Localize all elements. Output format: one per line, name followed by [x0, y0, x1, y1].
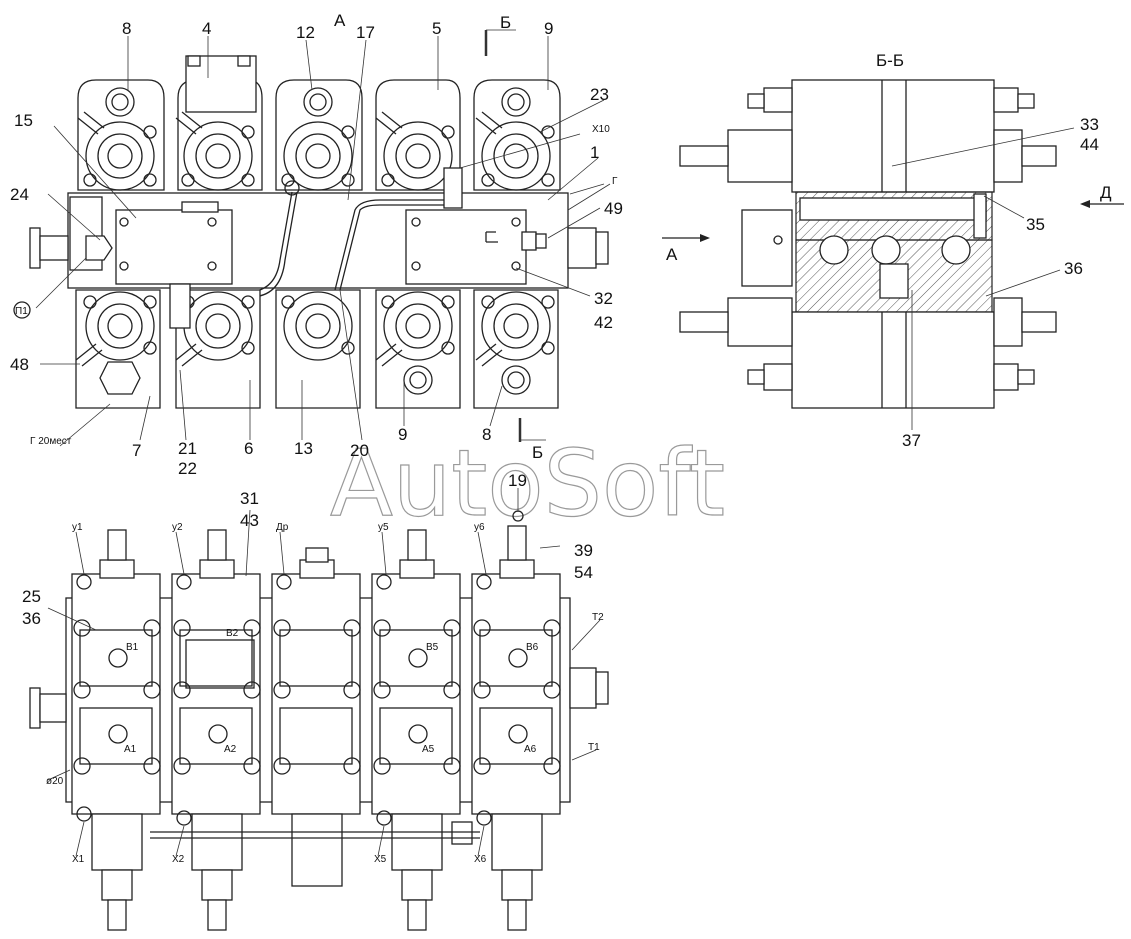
callout-54: 54	[574, 563, 593, 582]
callout-48: 48	[10, 355, 29, 374]
label-u1: у1	[72, 522, 83, 533]
callout-5: 5	[432, 19, 441, 38]
callout-12: 12	[296, 23, 315, 42]
front-view-sections	[71, 510, 561, 931]
label-x1: Х1	[72, 854, 85, 865]
callout-20: 20	[350, 441, 369, 460]
label-t1: Т1	[588, 742, 600, 753]
label-a1: А1	[124, 744, 137, 755]
callout-42: 42	[594, 313, 613, 332]
view-d-label: Д	[1100, 183, 1112, 202]
callout-33: 33	[1080, 115, 1099, 134]
callout-4: 4	[202, 19, 211, 38]
label-u2: у2	[172, 522, 183, 533]
label-g20: Г 20мест	[30, 436, 72, 447]
watermark-text: AutoSoft	[330, 430, 725, 537]
view-a-label: А	[334, 11, 346, 30]
label-x6: Х6	[474, 854, 487, 865]
section-b-bottom-label: Б	[532, 443, 543, 462]
label-u5: у5	[378, 522, 389, 533]
label-u6: у6	[474, 522, 485, 533]
callout-9: 9	[544, 19, 553, 38]
label-v5: В5	[426, 642, 439, 653]
upper-section-blocks	[77, 55, 561, 209]
section-b-top-label: Б	[500, 13, 511, 32]
callout-36-front: 36	[22, 609, 41, 628]
lower-section-blocks	[75, 283, 559, 409]
callout-6: 6	[244, 439, 253, 458]
callout-36: 36	[1064, 259, 1083, 278]
callout-32: 32	[594, 289, 613, 308]
callout-49: 49	[604, 199, 623, 218]
callout-19: 19	[508, 471, 527, 490]
callout-44: 44	[1080, 135, 1099, 154]
label-a5: А5	[422, 744, 435, 755]
callout-9-lower: 9	[398, 425, 407, 444]
label-dr: Др	[276, 522, 289, 533]
label-x5: Х5	[374, 854, 387, 865]
label-v1: В1	[126, 642, 139, 653]
callout-8-lower: 8	[482, 425, 491, 444]
section-bb-title: Б-Б	[876, 51, 904, 70]
top-view: 8 4 12 А 17 5 Б 9 23 Х10 1 Г 15 24 49 32…	[10, 11, 623, 478]
label-p1: П1	[15, 306, 28, 317]
callout-37: 37	[902, 431, 921, 450]
label-a2: А2	[224, 744, 237, 755]
callout-43: 43	[240, 511, 259, 530]
callout-1: 1	[590, 143, 599, 162]
callout-7: 7	[132, 441, 141, 460]
label-v6: В6	[526, 642, 539, 653]
callout-13: 13	[294, 439, 313, 458]
label-a6: А6	[524, 744, 537, 755]
label-x2: Х2	[172, 854, 185, 865]
callout-31: 31	[240, 489, 259, 508]
label-v2: В2	[226, 628, 239, 639]
callout-23: 23	[590, 85, 609, 104]
view-a-side-label: А	[666, 245, 678, 264]
callout-24: 24	[10, 185, 29, 204]
label-phi20: ø20	[46, 776, 64, 787]
front-view: 31 43 25 36 19 39 54 у1 у2 Др у5 у6 В1 В…	[22, 471, 609, 931]
callout-35: 35	[1026, 215, 1045, 234]
callout-25: 25	[22, 587, 41, 606]
callout-22: 22	[178, 459, 197, 478]
label-x10: Х10	[592, 124, 610, 135]
callout-15: 15	[14, 111, 33, 130]
callout-39: 39	[574, 541, 593, 560]
callout-21: 21	[178, 439, 197, 458]
section-bb-view: Б-Б А	[662, 51, 1124, 450]
callout-17: 17	[356, 23, 375, 42]
label-t2: Т2	[592, 612, 604, 623]
label-g: Г	[612, 176, 618, 187]
callout-8: 8	[122, 19, 131, 38]
